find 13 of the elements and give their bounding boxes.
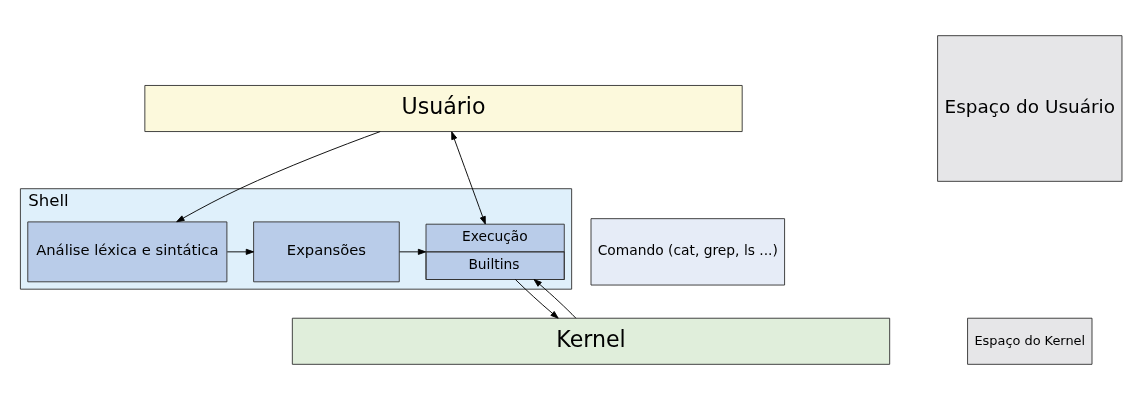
arrow bbox=[176, 131, 381, 223]
arrow bbox=[533, 279, 577, 319]
node-box: Espaço do Usuário bbox=[937, 35, 1123, 182]
arrow bbox=[226, 248, 255, 255]
node-box: Usuário bbox=[144, 85, 743, 132]
arrow bbox=[451, 131, 486, 225]
arrow bbox=[399, 248, 427, 255]
node-box: Expansões bbox=[253, 221, 400, 283]
node-box: Comando (cat, grep, ls ...) bbox=[590, 218, 786, 286]
node-box: Kernel bbox=[291, 317, 891, 365]
node-box: Análise léxica e sintática bbox=[27, 221, 228, 283]
node-box: Espaço do Kernel bbox=[967, 317, 1093, 365]
arrow bbox=[514, 279, 559, 319]
